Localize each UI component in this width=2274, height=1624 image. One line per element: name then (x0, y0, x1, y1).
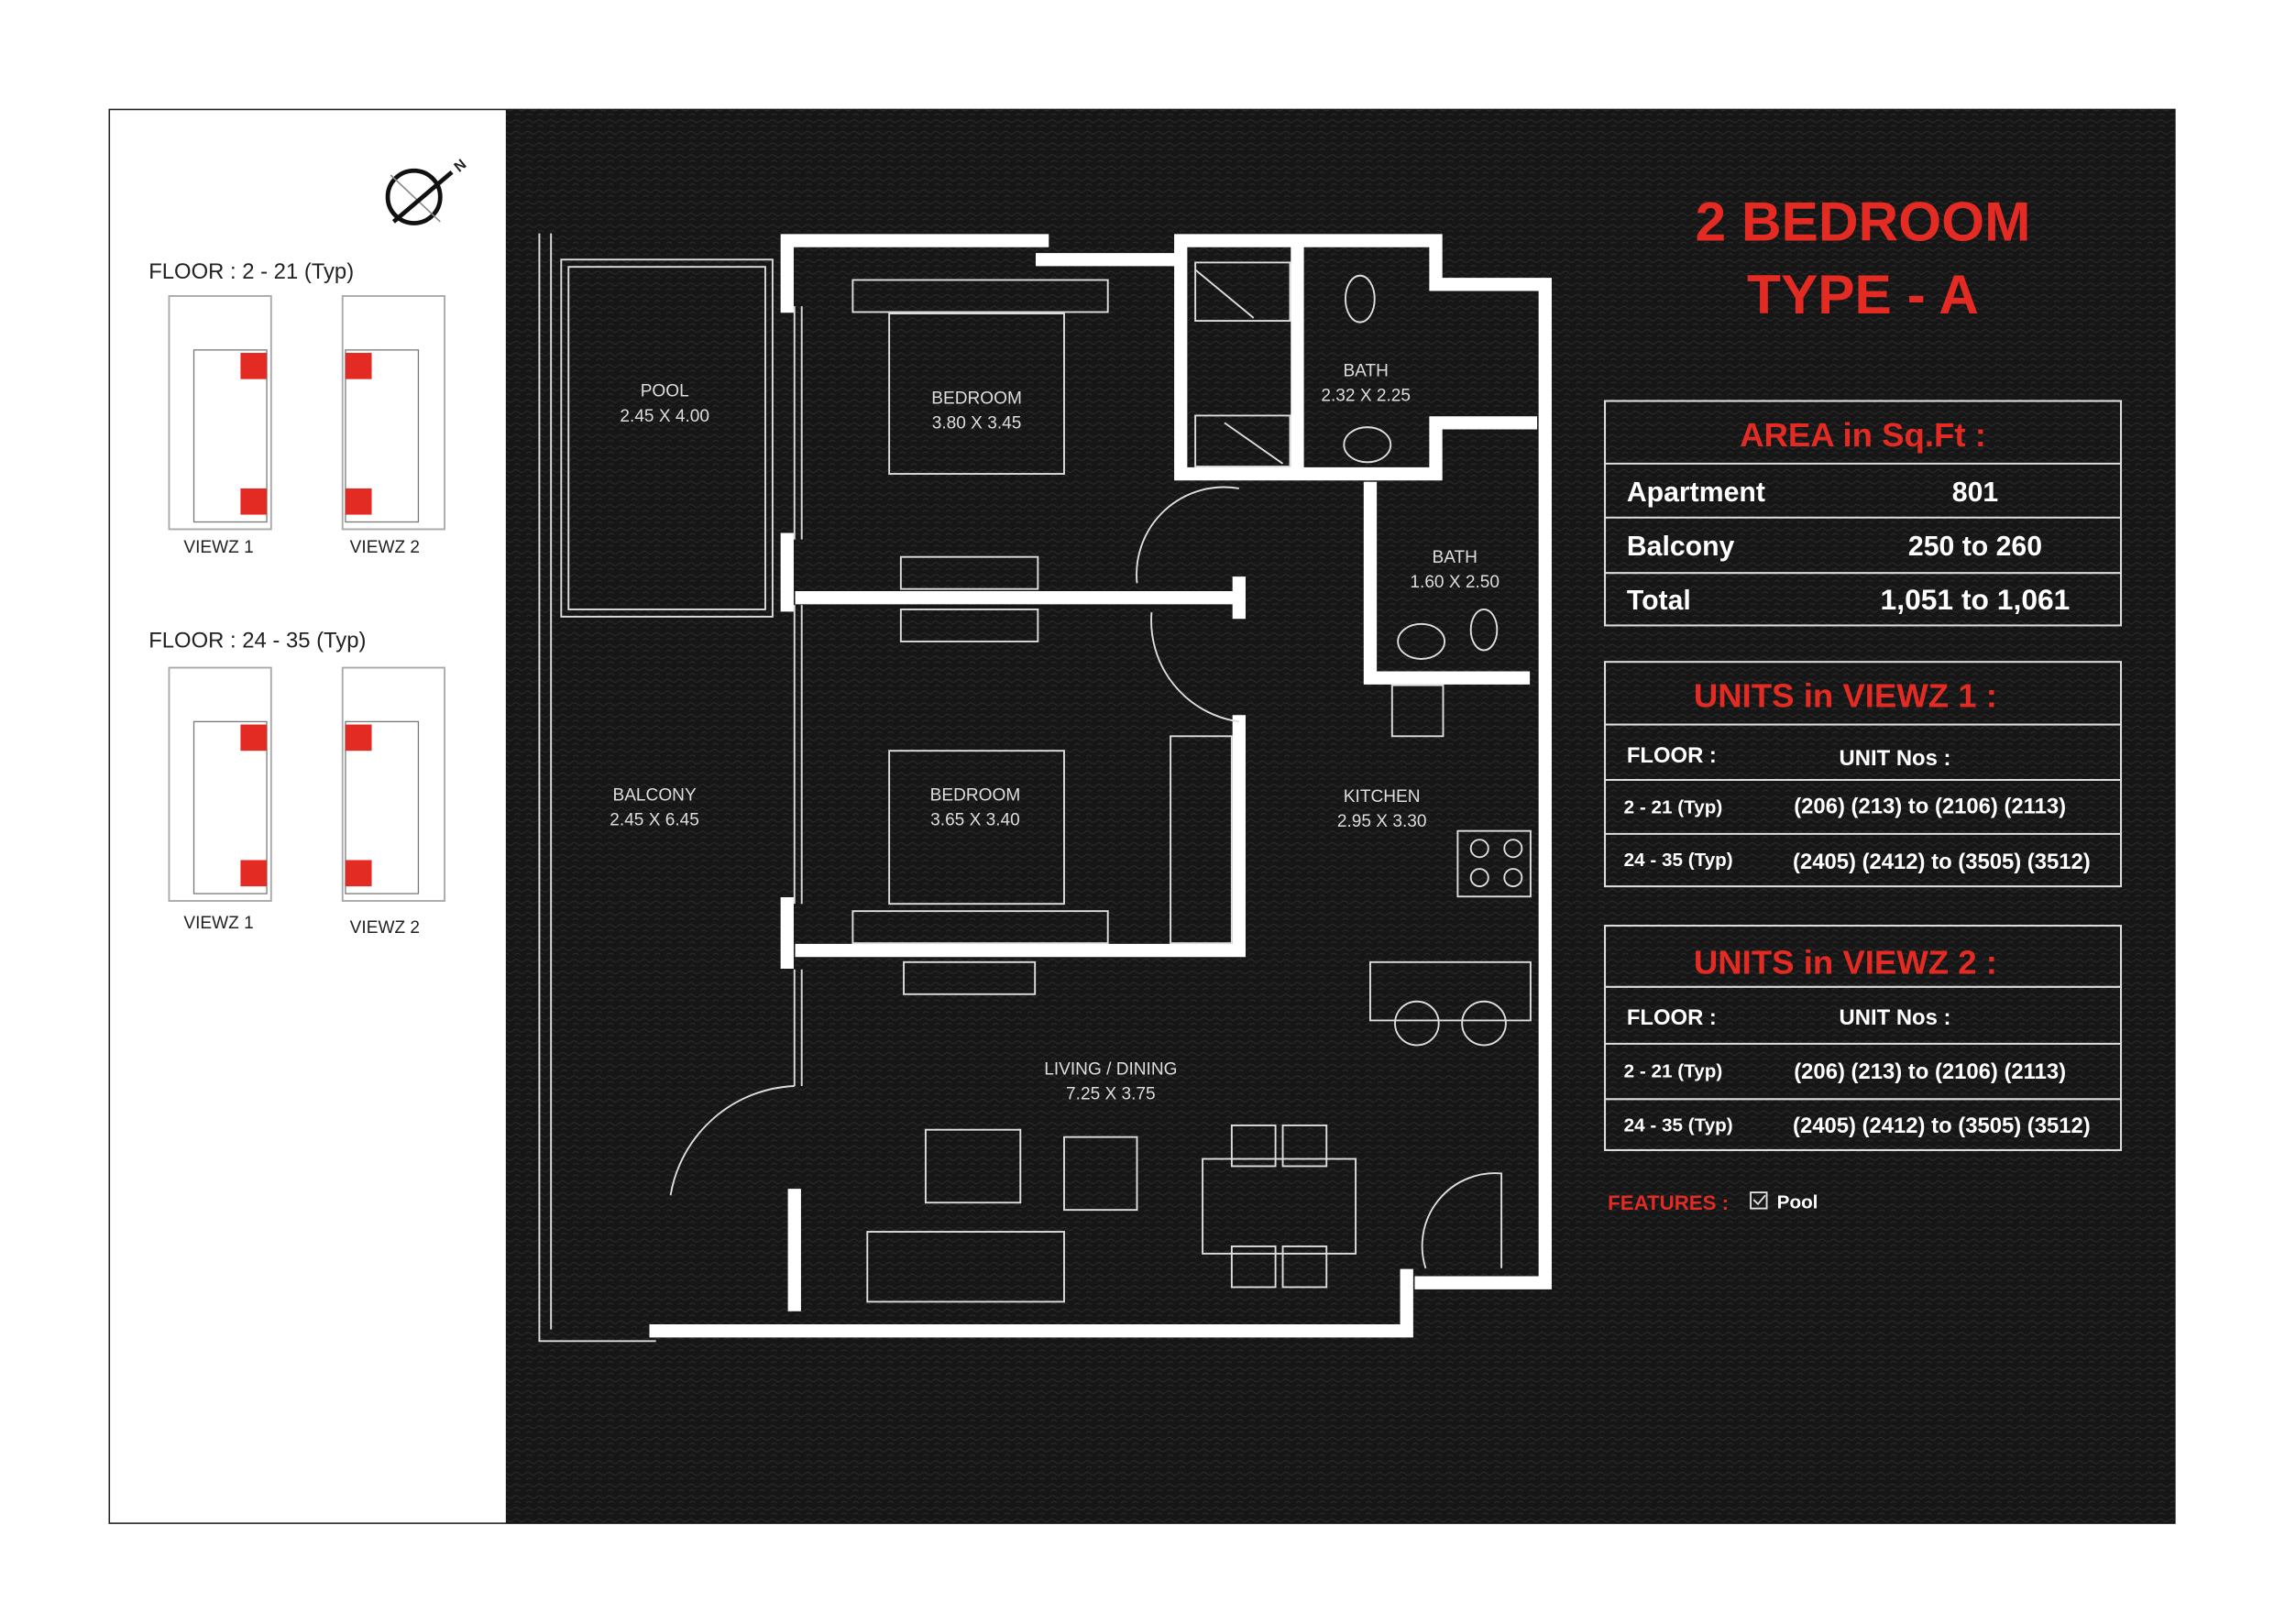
units-cell: (206) (213) to (2106) (2113) (1794, 1059, 2066, 1084)
room-size: 2.32 X 2.25 (1321, 387, 1411, 406)
room-name: BEDROOM (930, 785, 1021, 805)
room-name: BATH (1432, 548, 1477, 567)
units-table-viewz-1: UNITS in VIEWZ 1 : FLOOR : UNIT Nos : 2 … (1603, 661, 2123, 888)
units-heading: UNITS in VIEWZ 2 : (1694, 944, 1997, 982)
floor-cell: 2 - 21 (Typ) (1624, 797, 1723, 818)
units-table-viewz-2: UNITS in VIEWZ 2 : FLOOR : UNIT Nos : 2 … (1603, 925, 2123, 1152)
room-size: 3.65 X 3.40 (930, 810, 1020, 829)
view-label: VIEWZ 1 (183, 914, 253, 933)
key-plan-floor-label: FLOOR : 2 - 21 (Typ) (148, 259, 354, 284)
room-size: 7.25 X 3.75 (1066, 1084, 1156, 1103)
view-label: VIEWZ 2 (350, 918, 420, 938)
area-value: 250 to 260 (1908, 532, 2042, 562)
room-name: KITCHEN (1344, 787, 1421, 807)
floor-cell: 24 - 35 (Typ) (1624, 850, 1733, 871)
room-labels: POOL 2.45 X 4.00 BEDROOM 3.80 X 3.45 BAT… (610, 361, 1500, 1103)
room-size: 2.95 X 3.30 (1337, 812, 1427, 831)
area-label: Apartment (1627, 477, 1765, 508)
key-plan-floor-label: FLOOR : 24 - 35 (Typ) (148, 628, 366, 653)
checkbox-checked-icon (1750, 1191, 1768, 1210)
floor-plan-drawing (538, 233, 1552, 1343)
area-label: Total (1627, 586, 1691, 616)
room-name: BATH (1343, 361, 1388, 380)
units-cell: (2405) (2412) to (3505) (3512) (1793, 1114, 2091, 1138)
units-heading: UNITS in VIEWZ 1 : (1694, 676, 1997, 714)
area-value: 801 (1952, 477, 1998, 508)
room-name: BALCONY (612, 785, 696, 805)
key-plan-group-1: FLOOR : 2 - 21 (Typ) VIEWZ 1 VIEWZ 2 (148, 259, 446, 557)
units-cell: (2405) (2412) to (3505) (3512) (1793, 850, 2091, 874)
area-label: Balcony (1627, 532, 1735, 562)
col-floor: FLOOR : (1627, 743, 1717, 768)
room-size: 2.45 X 4.00 (620, 407, 709, 426)
key-plan-group-2: FLOOR : 24 - 35 (Typ) VIEWZ 1 VIEWZ 2 (148, 628, 446, 938)
view-label: VIEWZ 1 (183, 538, 253, 557)
area-table: AREA in Sq.Ft : Apartment 801 Balcony 25… (1603, 400, 2123, 627)
dark-panel (505, 109, 2175, 1524)
title-line-2: TYPE - A (1747, 263, 1979, 325)
title-line-1: 2 BEDROOM (1696, 191, 2031, 253)
features-label: FEATURES : (1608, 1191, 1729, 1214)
room-name: LIVING / DINING (1044, 1059, 1177, 1079)
col-floor: FLOOR : (1627, 1005, 1717, 1030)
floor-cell: 2 - 21 (Typ) (1624, 1060, 1723, 1081)
view-label: VIEWZ 2 (350, 538, 420, 557)
area-value: 1,051 to 1,061 (1881, 583, 2071, 616)
units-cell: (206) (213) to (2106) (2113) (1794, 795, 2066, 819)
features: FEATURES : Pool (1608, 1191, 1818, 1214)
room-name: POOL (641, 382, 689, 401)
room-size: 3.80 X 3.45 (932, 414, 1022, 433)
col-units: UNIT Nos : (1840, 1005, 1951, 1030)
room-size: 2.45 X 6.45 (610, 810, 699, 829)
room-size: 1.60 X 2.50 (1410, 573, 1500, 592)
room-name: BEDROOM (931, 390, 1022, 409)
col-units: UNIT Nos : (1840, 746, 1951, 771)
feature-item: Pool (1777, 1192, 1818, 1213)
floor-cell: 24 - 35 (Typ) (1624, 1114, 1733, 1136)
area-heading: AREA in Sq.Ft : (1740, 416, 1986, 454)
